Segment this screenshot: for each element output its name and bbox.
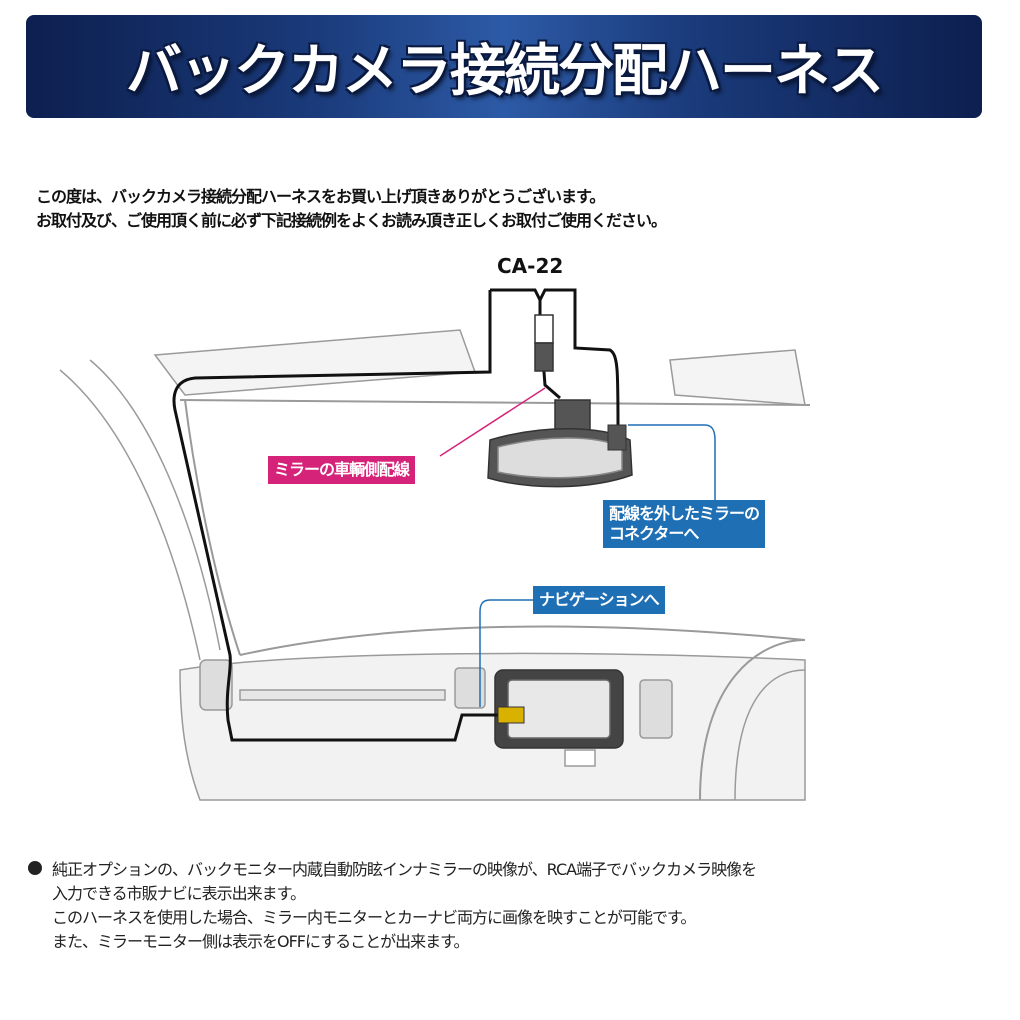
label-mirror-vehicle-wiring: ミラーの車輌側配線: [268, 456, 416, 484]
wiring-diagram: [59, 288, 811, 801]
title-banner: バックカメラ接続分配ハーネス: [26, 15, 982, 118]
intro-text-line-2: お取付及び、ご使用頂く前に必ず下記接続例をよくお読み頂き正しくお取付ご使用くださ…: [36, 211, 667, 230]
intro-text-line-1: この度は、バックカメラ接続分配ハーネスをお買い上げ頂きありがとうございます。: [36, 187, 605, 206]
product-code-label: CA-22: [497, 254, 564, 278]
car-interior-illustration: [59, 329, 811, 801]
rca-plug: [497, 706, 525, 724]
note-line: 入力できる市販ナビに表示出来ます。: [52, 884, 306, 903]
notes: 純正オプションの、バックモニター内蔵自動防眩インナミラーの映像が、RCA端子でバ…: [28, 858, 757, 954]
pink-leader-line: [439, 387, 546, 457]
connector-male: [534, 342, 554, 372]
label-mirror-connector-line-2: コネクターへ: [609, 524, 699, 543]
label-mirror-connector: 配線を外したミラーの コネクターへ: [603, 500, 766, 548]
mirror-connector: [607, 424, 627, 451]
connector-female: [534, 314, 554, 344]
page-title: バックカメラ接続分配ハーネス: [126, 39, 884, 104]
bullet-icon: [28, 861, 42, 875]
note-line: このハーネスを使用した場合、ミラー内モニターとカーナビ両方に画像を映すことが可能…: [52, 908, 696, 927]
label-to-navigation: ナビゲーションへ: [533, 586, 665, 614]
note-line: また、ミラーモニター側は表示をOFFにすることが出来ます。: [52, 932, 470, 951]
label-mirror-connector-line-1: 配線を外したミラーの: [609, 504, 760, 523]
blue-leader-line-navi: [479, 599, 533, 707]
blue-leader-line-mirror: [628, 424, 716, 500]
note-line: 純正オプションの、バックモニター内蔵自動防眩インナミラーの映像が、RCA端子でバ…: [52, 860, 757, 879]
harness-connectors: [497, 314, 627, 724]
